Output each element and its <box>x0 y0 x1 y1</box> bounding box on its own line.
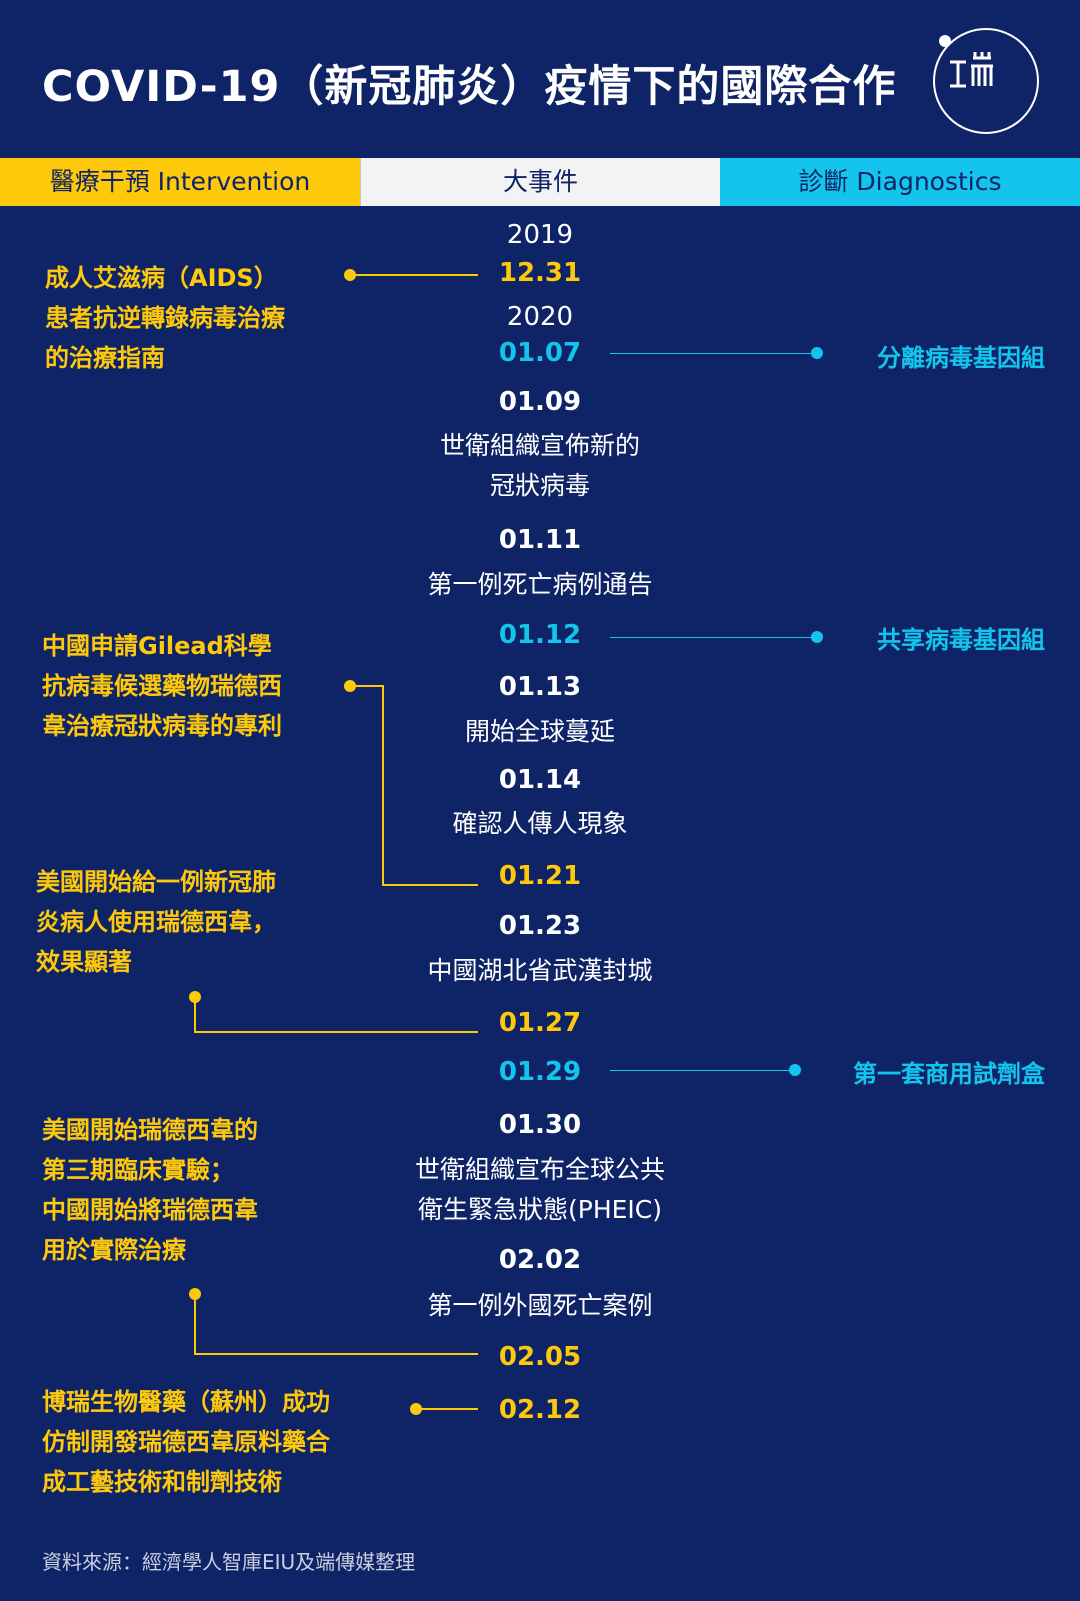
column-header: 醫療干預 Intervention 大事件 診斷 Diagnostics <box>0 158 1080 206</box>
event-text: 第一例死亡病例通告 <box>427 570 653 599</box>
connector-line <box>194 1031 478 1033</box>
connector-dot <box>410 1403 422 1415</box>
connector-line <box>382 685 384 885</box>
event-text: 世衛組織宣布全球公共衛生緊急狀態(PHEIC) <box>414 1155 665 1224</box>
connector-line <box>610 637 817 638</box>
year-label: 2020 <box>506 302 574 332</box>
date-label: 01.07 <box>498 338 582 368</box>
connector-dot <box>344 680 356 692</box>
event-text: 中國湖北省武漢封城 <box>427 956 653 985</box>
diagnostics-note: 分離病毒基因組 <box>877 344 1045 372</box>
intervention-note: 美國開始瑞德西韋的第三期臨床實驗；中國開始將瑞德西韋用於實際治療 <box>42 1116 258 1264</box>
year-label: 2019 <box>506 220 574 250</box>
intervention-note: 中國申請Gilead科學抗病毒候選藥物瑞德西韋治療冠狀病毒的專利 <box>42 632 282 740</box>
intervention-note: 成人艾滋病（AIDS）患者抗逆轉錄病毒治療的治療指南 <box>45 264 285 372</box>
header-diagnostics: 診斷 Diagnostics <box>720 158 1080 206</box>
connector-line <box>382 884 478 886</box>
date-label: 02.12 <box>498 1395 582 1425</box>
connector-line <box>610 1070 795 1071</box>
event-text: 開始全球蔓延 <box>464 717 615 746</box>
connector-line <box>350 685 383 687</box>
event-text: 確認人傳人現象 <box>452 809 628 838</box>
date-label: 01.23 <box>498 911 582 941</box>
page-title: COVID-19（新冠肺炎）疫情下的國際合作 <box>42 62 897 112</box>
date-label: 01.11 <box>498 525 582 555</box>
connector-line <box>416 1408 478 1410</box>
date-label: 02.02 <box>498 1245 582 1275</box>
intervention-note: 美國開始給一例新冠肺炎病人使用瑞德西韋，效果顯著 <box>36 868 276 976</box>
date-label: 01.13 <box>498 672 582 702</box>
connector-line <box>610 353 817 354</box>
connector-line <box>350 274 478 276</box>
header-intervention: 醫療干預 Intervention <box>0 158 360 206</box>
connector-line <box>194 1353 478 1355</box>
connector-line <box>194 997 196 1032</box>
diagnostics-note: 第一套商用試劑盒 <box>853 1060 1045 1088</box>
initium-logo-icon <box>933 28 1039 134</box>
connector-dot <box>189 991 201 1003</box>
connector-line <box>194 1294 196 1354</box>
date-label: 01.29 <box>498 1057 582 1087</box>
date-label: 02.05 <box>498 1342 582 1372</box>
header-events: 大事件 <box>360 158 720 206</box>
event-text: 第一例外國死亡案例 <box>427 1291 653 1320</box>
connector-dot <box>811 631 823 643</box>
date-label: 01.14 <box>498 765 582 795</box>
intervention-note: 博瑞生物醫藥（蘇州）成功仿制開發瑞德西韋原料藥合成工藝技術和制劑技術 <box>42 1388 330 1496</box>
connector-dot <box>811 347 823 359</box>
diagnostics-note: 共享病毒基因組 <box>877 626 1045 654</box>
connector-dot <box>189 1288 201 1300</box>
date-label: 01.21 <box>498 861 582 891</box>
source-note: 資料來源：經濟學人智庫EIU及端傳媒整理 <box>42 1550 416 1574</box>
date-label: 01.09 <box>498 387 582 417</box>
date-label: 12.31 <box>498 258 582 288</box>
date-label: 01.30 <box>498 1110 582 1140</box>
connector-dot <box>789 1064 801 1076</box>
connector-dot <box>344 269 356 281</box>
date-label: 01.12 <box>498 620 582 650</box>
event-text: 世衛組織宣佈新的冠狀病毒 <box>439 431 640 500</box>
date-label: 01.27 <box>498 1008 582 1038</box>
